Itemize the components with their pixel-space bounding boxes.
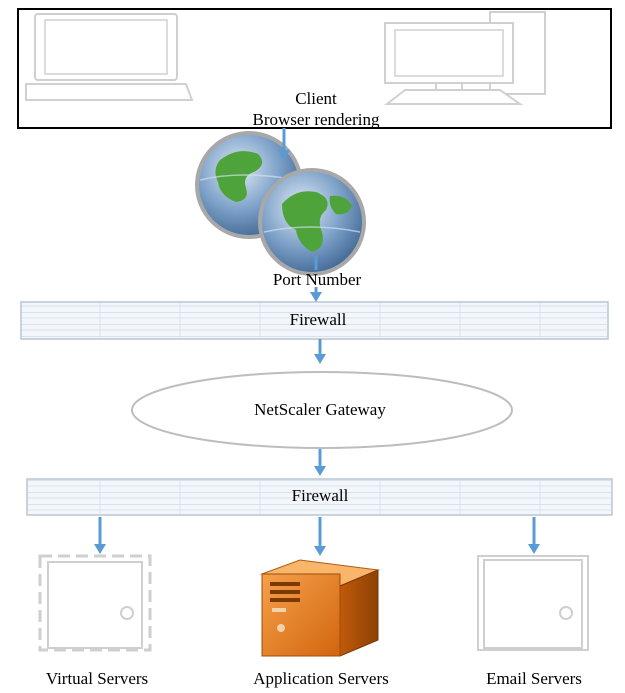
arrow-gateway-to-firewall: [314, 449, 326, 476]
gateway-ellipse: [131, 371, 513, 449]
port-number-label: Port Number: [272, 270, 362, 289]
globe-icon-secondary: [258, 168, 366, 276]
application-servers-label: Application Servers: [253, 669, 389, 688]
firewall-bottom-label: Firewall: [291, 486, 349, 505]
virtual-servers-label: Virtual Servers: [45, 669, 149, 688]
firewall-bottom: [26, 478, 613, 516]
arrow-port-to-firewall: [310, 287, 322, 302]
application-server-icon: [260, 559, 380, 657]
gateway-label: NetScaler Gateway: [254, 400, 386, 419]
desktop-icon: [384, 11, 546, 105]
client-subtitle: Browser rendering: [252, 110, 380, 129]
firewall-top: [20, 301, 609, 340]
arrow-to-application-servers: [314, 517, 326, 556]
client-title: Client: [295, 89, 337, 108]
arrow-client-to-internet: [278, 128, 290, 160]
client-box: [17, 8, 612, 129]
arrow-to-virtual-servers: [94, 517, 106, 554]
virtual-server-icon: [38, 554, 152, 652]
email-server-icon: [477, 555, 589, 651]
email-servers-label: Email Servers: [486, 669, 582, 688]
connector-arrows: [94, 128, 540, 556]
arrow-firewall-to-gateway: [314, 339, 326, 364]
arrow-to-email-servers: [528, 517, 540, 554]
laptop-icon: [25, 13, 194, 101]
firewall-top-label: Firewall: [289, 310, 347, 329]
